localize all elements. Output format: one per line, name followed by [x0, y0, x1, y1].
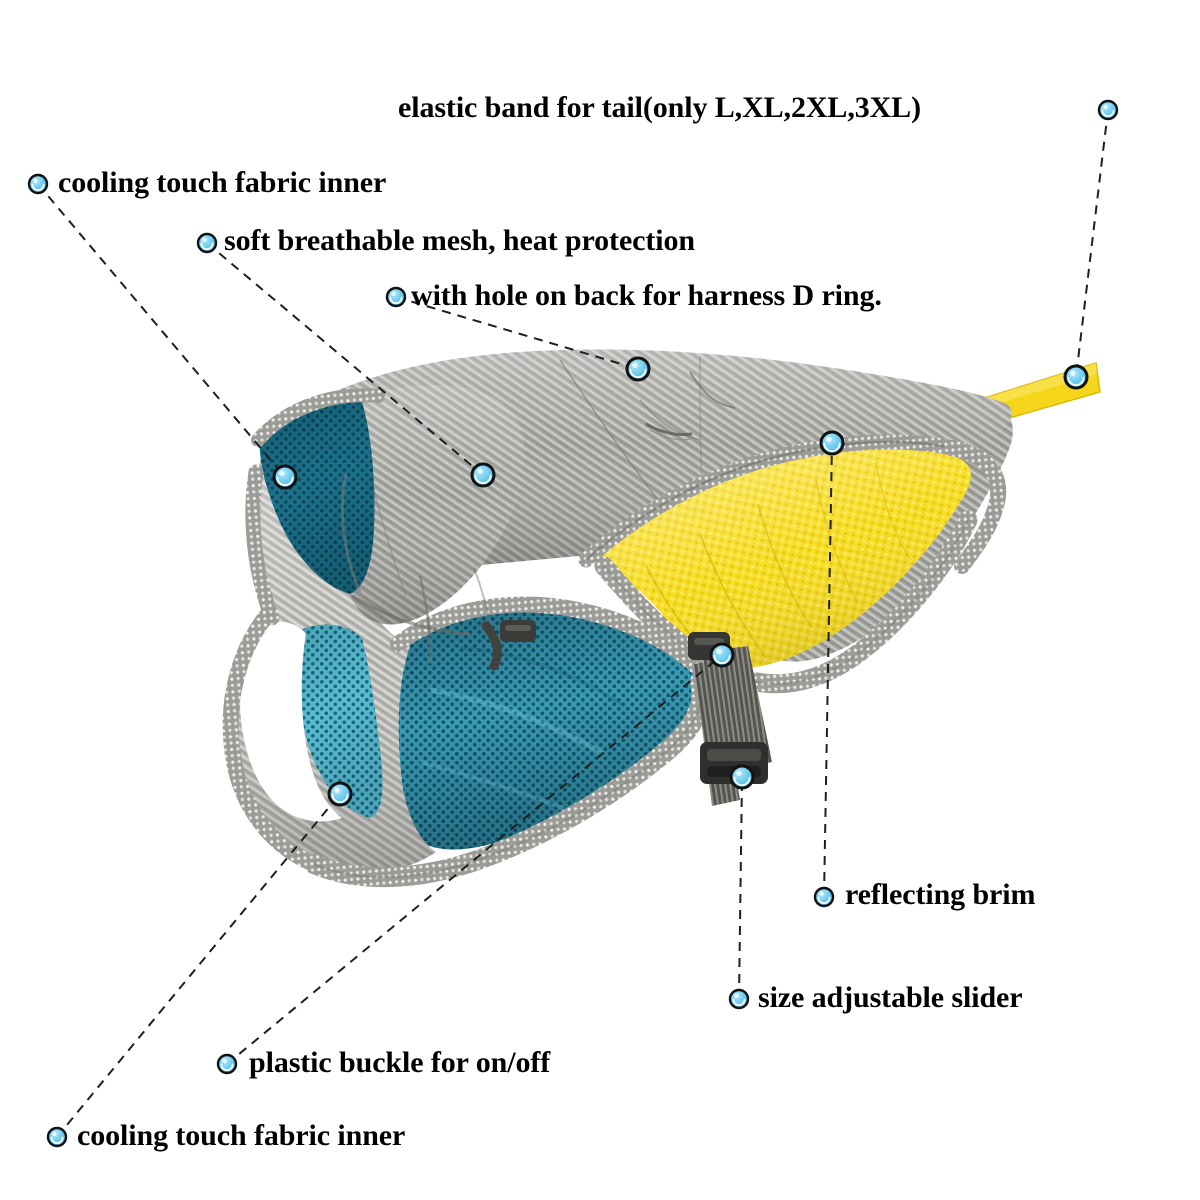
marker-dot-harness-d-ring-hole-label: [385, 286, 407, 308]
vest-body: [222, 349, 1101, 888]
leader-line-harness-d-ring-hole: [395, 296, 639, 370]
marker-dot-plastic-buckle-label: [216, 1053, 238, 1075]
leg-mesh-light: [297, 624, 383, 818]
belly-binding: [304, 672, 712, 888]
marker-dot-breathable-mesh-anchor: [470, 462, 496, 488]
callout-label-size-adjustable-slider: size adjustable slider: [758, 981, 1023, 1014]
callout-label-reflecting-brim: reflecting brim: [845, 878, 1036, 911]
marker-dot-size-adjustable-slider-anchor: [729, 764, 755, 790]
leader-line-plastic-buckle: [226, 654, 723, 1065]
marker-dot-cooling-fabric-bottom-label: [46, 1126, 68, 1148]
callout-label-breathable-mesh: soft breathable mesh, heat protection: [224, 224, 695, 257]
marker-dot-tail-band-anchor: [1063, 364, 1089, 390]
marker-dot-reflecting-brim-anchor: [819, 430, 845, 456]
marker-dot-tail-band-label: [1097, 99, 1119, 121]
callout-label-harness-d-ring-hole: with hole on back for harness D ring.: [411, 279, 882, 312]
chest-cavity: [384, 604, 705, 850]
marker-dot-cooling-fabric-top-label: [27, 173, 49, 195]
marker-dot-breathable-mesh-label: [196, 232, 218, 254]
callout-label-plastic-buckle: plastic buckle for on/off: [249, 1046, 551, 1079]
marker-dot-reflecting-brim-label: [813, 886, 835, 908]
marker-dot-cooling-fabric-bottom-anchor: [327, 781, 353, 807]
marker-dot-size-adjustable-slider-label: [728, 988, 750, 1010]
marker-dot-harness-d-ring-hole-anchor: [625, 356, 651, 382]
marker-dot-plastic-buckle-anchor: [709, 642, 735, 668]
leader-line-tail-band: [1075, 109, 1109, 378]
marker-dot-cooling-fabric-top-anchor: [272, 464, 298, 490]
yellow-inner-panel: [596, 448, 971, 669]
leader-line-breathable-mesh: [206, 242, 484, 476]
harness-d-ring-hole: [645, 422, 693, 441]
leader-lines: [37, 109, 1109, 1138]
reflecting-brim-edge: [594, 510, 978, 694]
callout-label-cooling-fabric-bottom: cooling touch fabric inner: [77, 1119, 406, 1152]
leader-line-cooling-fabric-bottom: [56, 793, 341, 1138]
callout-label-cooling-fabric-top: cooling touch fabric inner: [58, 166, 387, 199]
leg-opening: [240, 621, 342, 822]
leader-line-reflecting-brim: [823, 442, 833, 898]
leader-line-size-adjustable-slider: [738, 776, 743, 1000]
callout-label-tail-band: elastic band for tail(only L,XL,2XL,3XL): [398, 91, 921, 124]
callout-markers: [27, 99, 1119, 1148]
